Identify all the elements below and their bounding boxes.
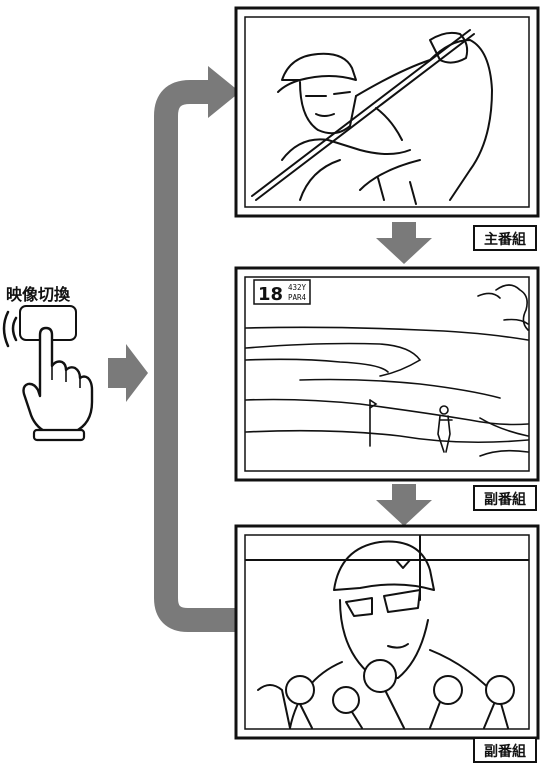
hole-info-badge: 18 432Y PAR4 — [254, 280, 310, 305]
caption-main-program-label: 主番組 — [484, 231, 526, 248]
down-arrow-1 — [376, 222, 432, 264]
cycle-loop-arrow — [166, 66, 240, 620]
screen-sub-program-interview — [236, 526, 538, 738]
press-waves-icon — [4, 312, 16, 346]
caption-sub-program-1: 副番組 — [474, 486, 536, 510]
caption-main-program: 主番組 — [474, 226, 536, 250]
hole-number: 18 — [258, 284, 283, 305]
down-arrow-2 — [376, 484, 432, 526]
switch-arrow — [108, 344, 148, 402]
pointing-hand-icon — [24, 328, 93, 440]
hole-yardage: 432Y — [288, 283, 307, 292]
caption-sub-program-2-label: 副番組 — [484, 743, 526, 760]
caption-sub-program-1-label: 副番組 — [484, 491, 526, 508]
screen-main-program — [236, 8, 538, 216]
caption-sub-program-2: 副番組 — [474, 738, 536, 762]
screen-sub-program-course: 18 432Y PAR4 — [236, 268, 538, 480]
hole-par: PAR4 — [288, 293, 307, 302]
switch-label: 映像切換 — [6, 285, 71, 304]
